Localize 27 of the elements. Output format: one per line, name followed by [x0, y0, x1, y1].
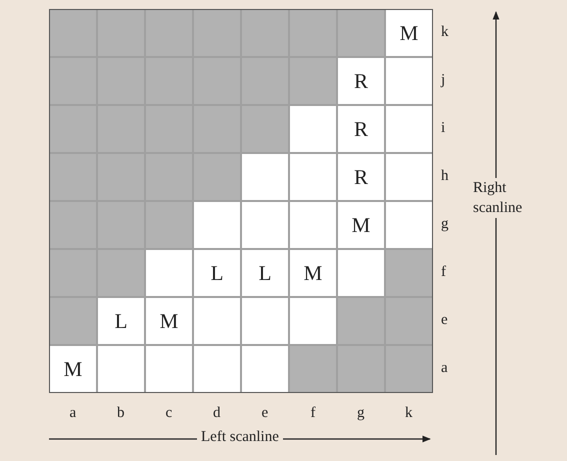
row-label: j	[441, 72, 446, 89]
table-cell: L	[241, 249, 289, 297]
table-cell: M	[385, 9, 433, 57]
row-label: a	[441, 360, 448, 377]
table-cell: M	[289, 249, 337, 297]
table-cell: R	[337, 153, 385, 201]
table-cell: R	[337, 105, 385, 153]
table-cell: M	[49, 345, 97, 393]
table-cell: L	[97, 297, 145, 345]
column-label: b	[117, 405, 124, 422]
row-label: f	[441, 264, 446, 281]
column-label: a	[70, 405, 76, 422]
column-label: e	[262, 405, 268, 422]
row-label: h	[441, 168, 448, 185]
column-label: k	[405, 405, 412, 422]
table-cell: R	[337, 57, 385, 105]
column-label: c	[166, 405, 172, 422]
row-label: i	[441, 120, 446, 137]
column-label: f	[310, 405, 316, 422]
column-label: d	[213, 405, 220, 422]
row-label: k	[441, 24, 448, 41]
row-label: g	[441, 216, 448, 233]
row-label: e	[441, 312, 448, 329]
table-cell: L	[193, 249, 241, 297]
table-cell: M	[145, 297, 193, 345]
column-label: g	[357, 405, 364, 422]
table-cell: M	[337, 201, 385, 249]
